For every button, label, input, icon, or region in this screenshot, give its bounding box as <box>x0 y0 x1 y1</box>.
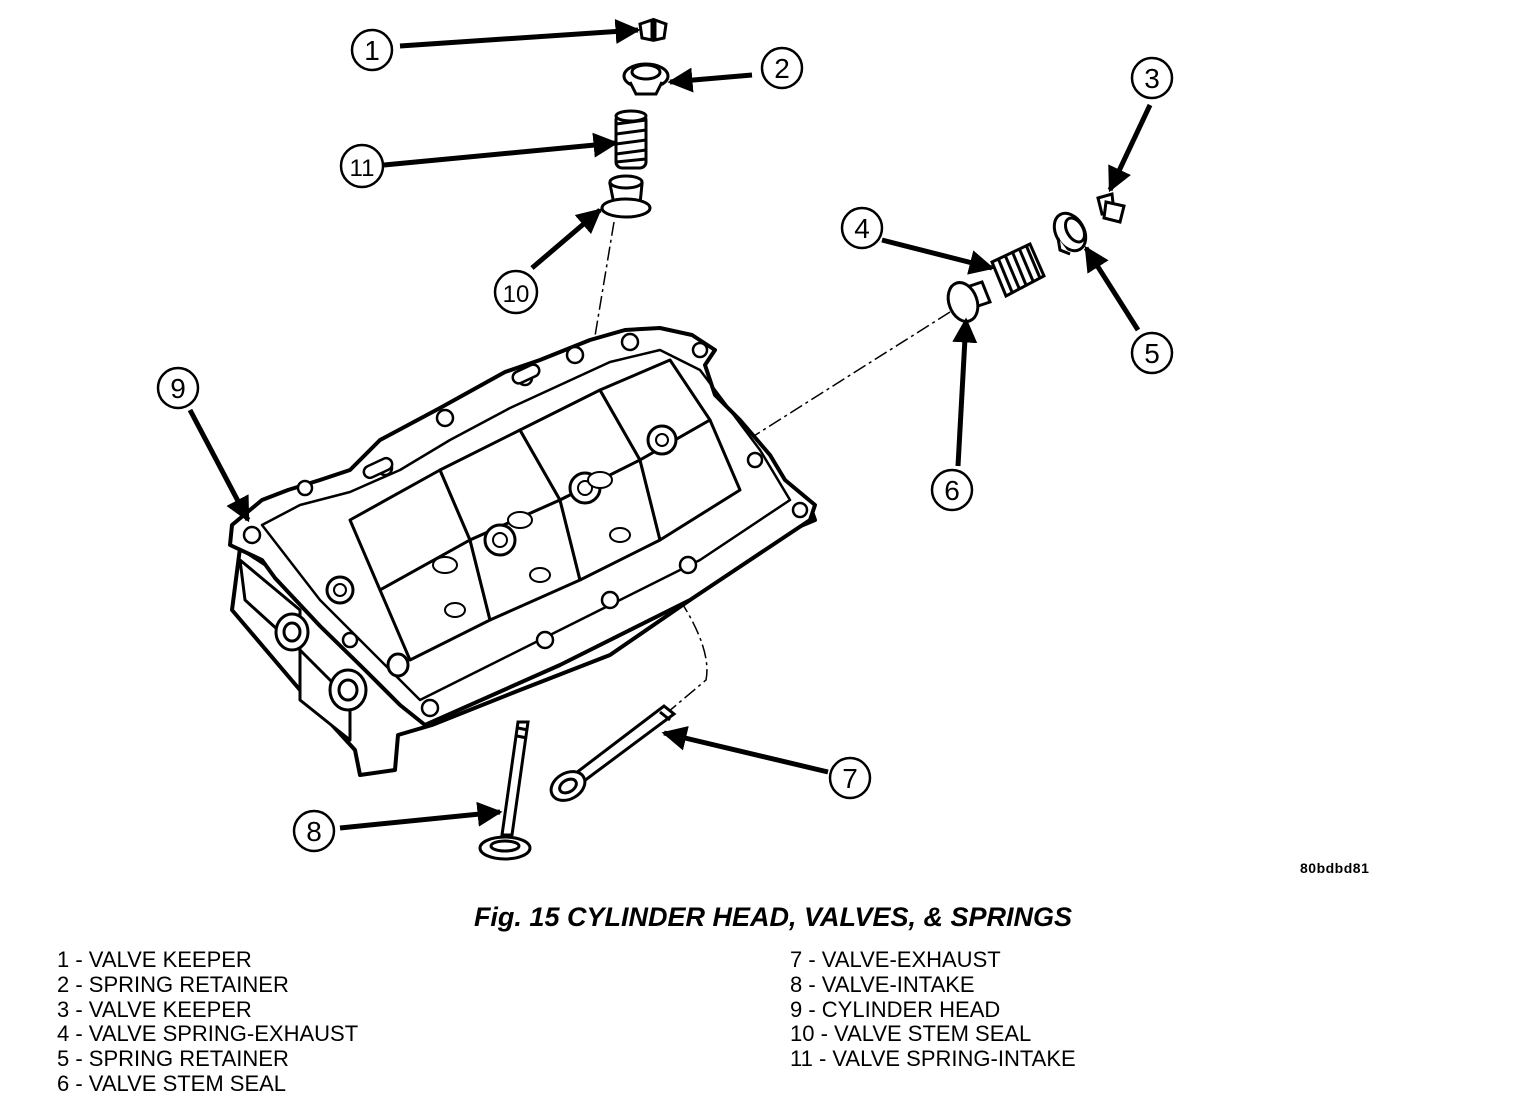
legend-item: 8 - VALVE-INTAKE <box>790 971 975 997</box>
valve-spring-intake <box>614 109 648 170</box>
callout-circles <box>156 28 1174 853</box>
callout-9: 9 <box>170 373 186 404</box>
legend-right-column: 7 - VALVE-EXHAUST 8 - VALVE-INTAKE 9 - C… <box>790 947 1076 1072</box>
figure-caption: Fig. 15 CYLINDER HEAD, VALVES, & SPRINGS <box>473 902 1073 932</box>
callout-4: 4 <box>854 213 870 244</box>
figure-code: 80bdbd81 <box>1300 860 1370 876</box>
spring-retainer-intake <box>622 62 670 96</box>
legend-item: 1 - VALVE KEEPER <box>57 947 252 972</box>
spring-retainer-exhaust <box>1052 211 1088 256</box>
valve-stem-seal-intake <box>600 174 652 219</box>
callout-5: 5 <box>1144 338 1160 369</box>
valve-spring-exhaust <box>990 241 1046 299</box>
legend-item: 4 - VALVE SPRING-EXHAUST <box>57 1021 359 1047</box>
legend-item: 11 - VALVE SPRING-INTAKE <box>790 1046 1076 1072</box>
legend-item: 9 - CYLINDER HEAD <box>790 996 1001 1022</box>
callout-1: 1 <box>364 35 380 66</box>
callout-11: 11 <box>350 155 375 182</box>
callout-6: 6 <box>944 475 960 506</box>
valve-exhaust <box>549 704 677 802</box>
exploded-view-diagram: 1 2 3 4 5 6 7 8 9 10 11 <box>156 17 1174 861</box>
legend-left-column: 1 - VALVE KEEPER 2 - SPRING RETAINER 3 -… <box>57 947 359 1097</box>
legend-item: 5 - SPRING RETAINER <box>57 1046 289 1072</box>
cylinder-head <box>228 326 817 777</box>
legend-item: 3 - VALVE KEEPER <box>57 996 252 1022</box>
callout-3: 3 <box>1144 63 1160 94</box>
legend-item: 6 - VALVE STEM SEAL <box>57 1070 287 1096</box>
callout-7: 7 <box>842 763 858 794</box>
callout-leaders <box>187 19 1153 831</box>
valve-keeper-exhaust <box>1096 192 1126 224</box>
legend-item: 10 - VALVE STEM SEAL <box>790 1021 1032 1047</box>
valve-stem-seal-exhaust <box>946 280 992 323</box>
callout-8: 8 <box>306 816 322 847</box>
valve-intake <box>478 720 532 861</box>
callout-10: 10 <box>503 281 530 308</box>
valve-keeper-intake <box>638 17 668 42</box>
legend-item: 7 - VALVE-EXHAUST <box>790 947 1001 972</box>
legend-item: 2 - SPRING RETAINER <box>57 971 289 997</box>
callout-2: 2 <box>774 53 790 84</box>
